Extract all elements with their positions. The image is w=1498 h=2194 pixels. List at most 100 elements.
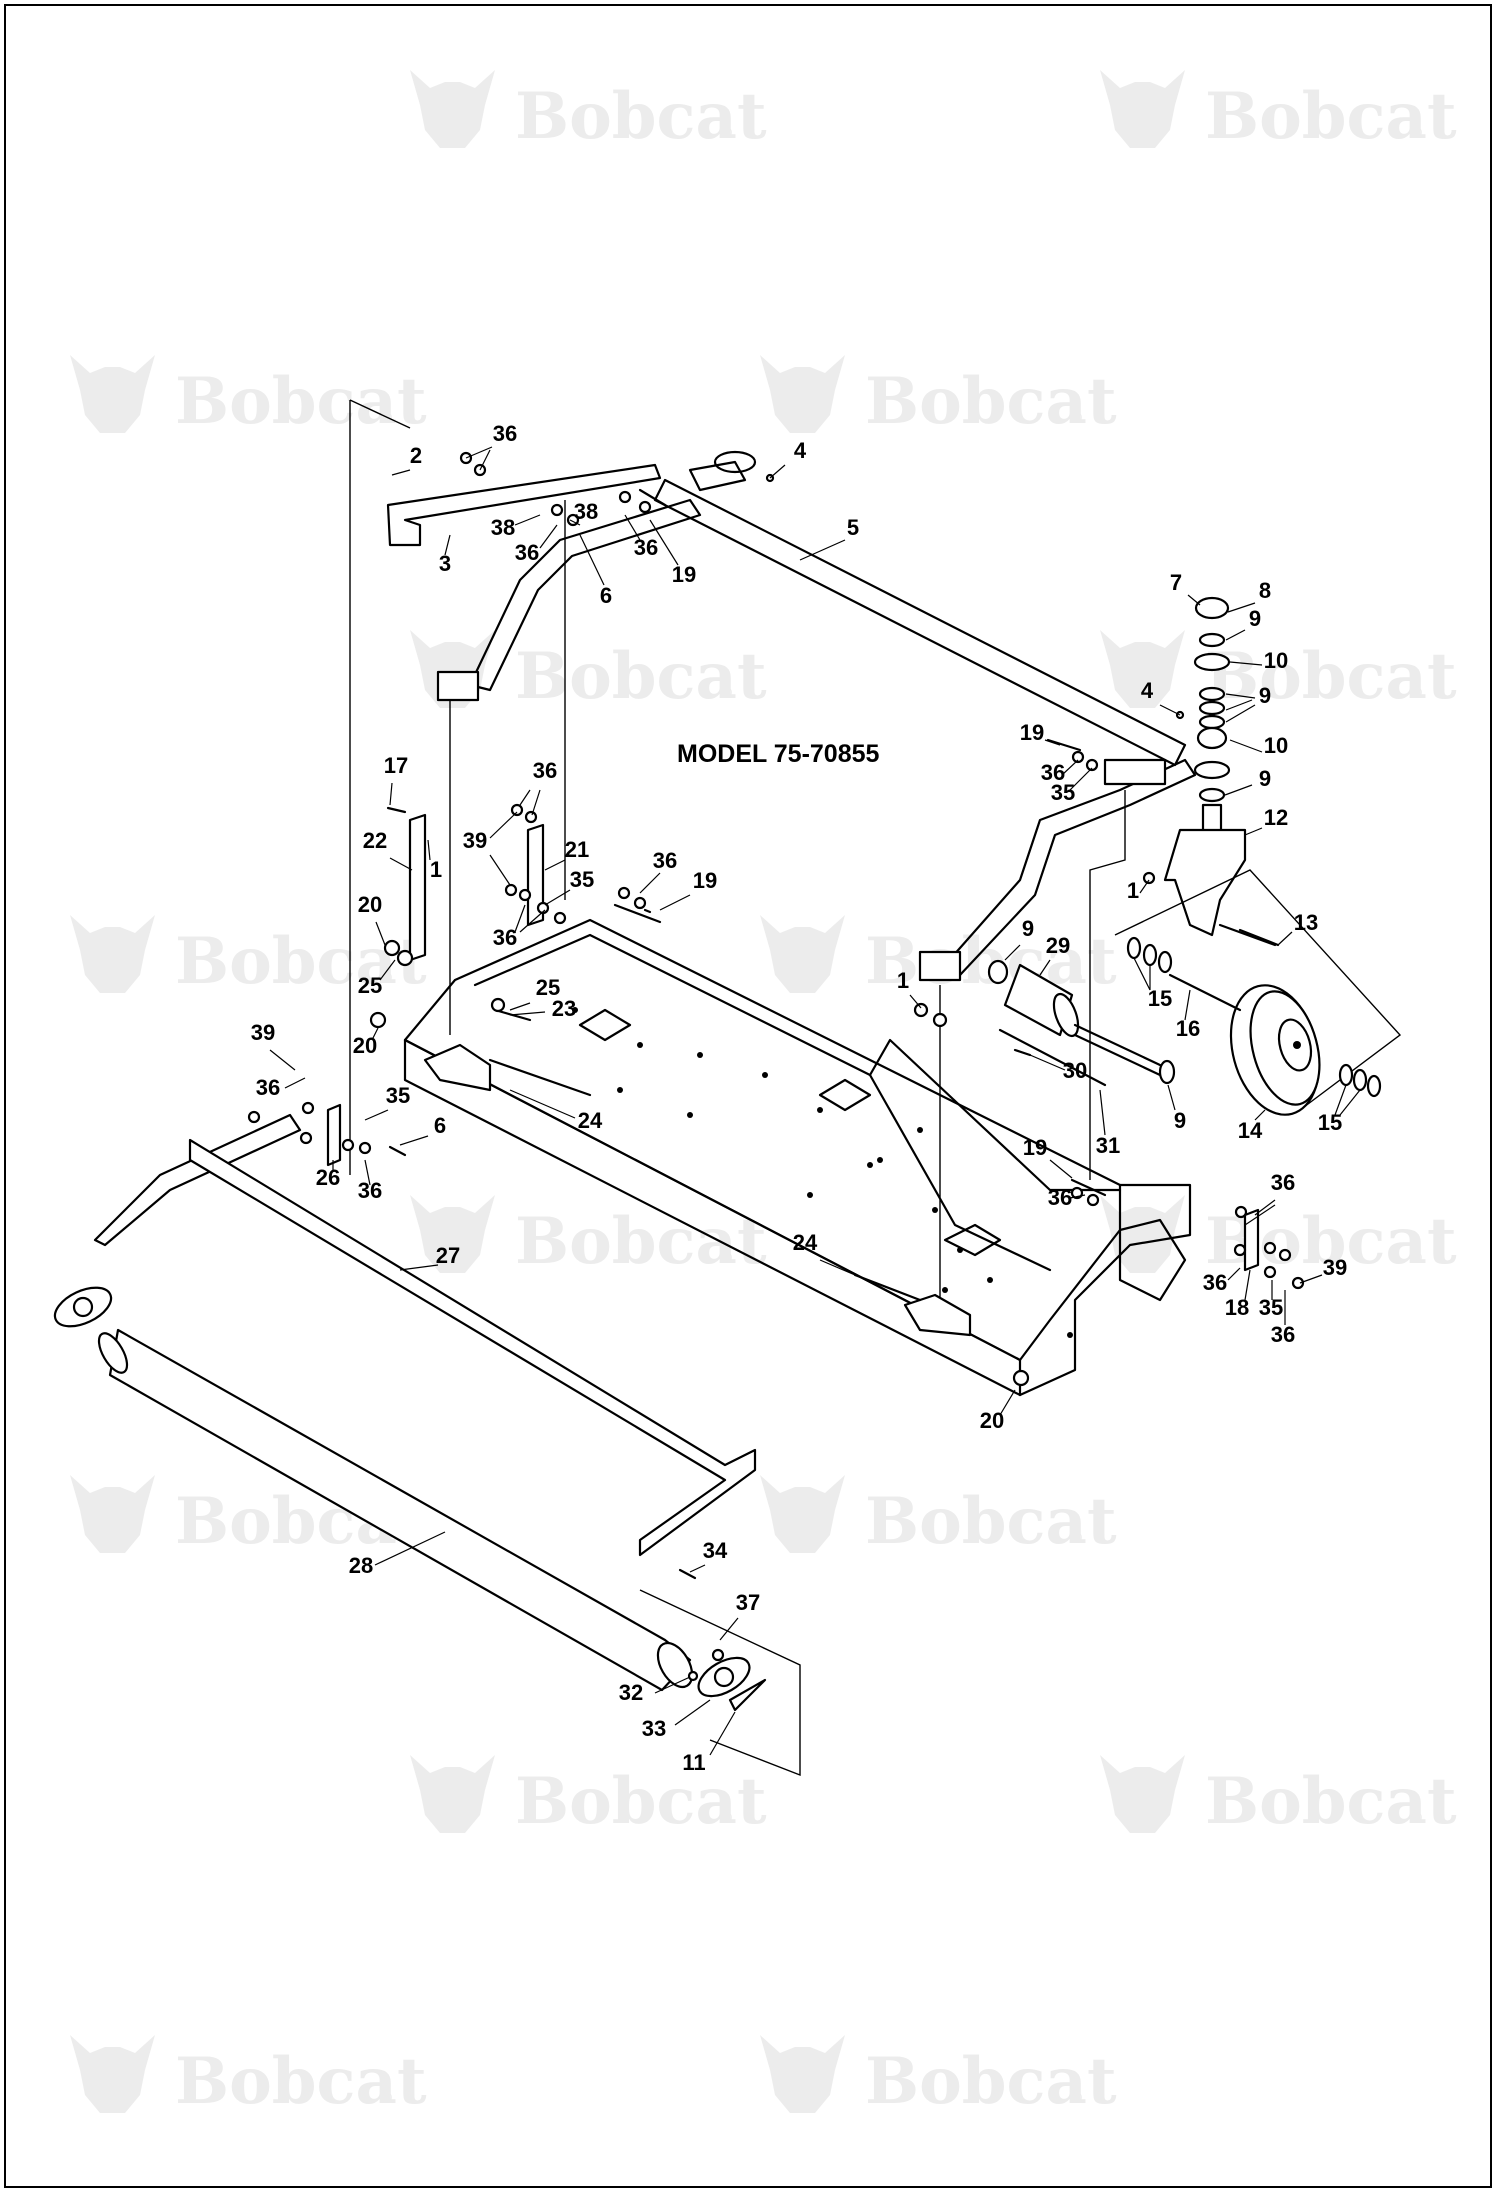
part-callout-number: 1 — [1127, 878, 1139, 903]
model-label: MODEL 75-70855 — [677, 740, 880, 768]
guide-line-top — [349, 399, 411, 429]
part-callout-number: 29 — [1046, 933, 1070, 958]
tube-clamp-left — [436, 670, 480, 702]
part-callout-number: 25 — [536, 975, 560, 1000]
roller-axle-tube — [188, 1138, 757, 1557]
bobcat-watermark: Bobcat® — [410, 630, 767, 714]
part-callout-number: 18 — [1225, 1295, 1249, 1320]
part-callout-number: 13 — [1294, 910, 1318, 935]
bobcat-watermark: Bobcat® — [760, 355, 1117, 439]
watermark-text: Bobcat — [1205, 1764, 1457, 1839]
part-callout-number: 36 — [1048, 1185, 1072, 1210]
part-callout-number: 3 — [439, 551, 451, 576]
bearing-flange-right — [697, 1656, 767, 1712]
part-callout-number: 20 — [358, 892, 382, 917]
bobcat-logo-icon — [410, 70, 495, 148]
part-callout-number: 20 — [353, 1033, 377, 1058]
part-callout-number: 14 — [1238, 1118, 1263, 1143]
callout-leader-line — [1244, 1269, 1251, 1301]
deck-rail — [868, 1038, 1122, 1192]
callout-leader-line — [649, 519, 679, 566]
watermark-text: Bobcat — [175, 924, 427, 999]
watermark-registered-mark: ® — [1408, 683, 1424, 702]
diagram-frame — [4, 4, 1492, 2188]
part-callout-number: 6 — [600, 583, 612, 608]
part-callout-number: 37 — [736, 1590, 760, 1615]
part-callout-number: 38 — [574, 499, 598, 524]
bobcat-watermark: Bobcat® — [410, 1195, 767, 1279]
watermark-layer: Bobcat®Bobcat®Bobcat®Bobcat®Bobcat®Bobca… — [70, 70, 1457, 2119]
callout-leader-line — [1299, 1274, 1323, 1284]
part-callout-number: 36 — [493, 925, 517, 950]
clamp-bracket-left — [423, 1043, 492, 1092]
washers-15-right — [1338, 1063, 1382, 1098]
part-callout-number: 36 — [533, 758, 557, 783]
part-callout-number: 5 — [847, 515, 859, 540]
plate-18 — [1243, 1208, 1260, 1272]
callout-leader-line — [389, 857, 413, 871]
deck-plate — [403, 918, 1122, 1362]
callout-leader-line — [364, 1109, 389, 1121]
upright-tube-right — [943, 758, 1197, 977]
callout-leader-line — [371, 1027, 379, 1041]
callout-leader-line — [1184, 989, 1191, 1021]
watermark-text: Bobcat — [515, 1764, 767, 1839]
part-callout-number: 24 — [578, 1108, 603, 1133]
callout-leader-line — [569, 519, 581, 526]
part-callout-number: 7 — [1170, 570, 1182, 595]
callout-leader-line — [539, 524, 558, 549]
bobcat-watermark: Bobcat® — [70, 355, 427, 439]
callout-leader-line — [364, 1159, 371, 1186]
part-callout-number: 24 — [793, 1230, 818, 1255]
part-callout-number: 28 — [349, 1553, 373, 1578]
callout-leader-line — [544, 889, 571, 906]
callout-leader-line — [654, 1676, 691, 1694]
part-callout-number: 1 — [430, 857, 442, 882]
watermark-registered-mark: ® — [1068, 968, 1084, 987]
part-callout-number: 21 — [565, 837, 589, 862]
watermark-registered-mark: ® — [1408, 1248, 1424, 1267]
watermark-registered-mark: ® — [378, 2088, 394, 2107]
callout-leader-line — [709, 1711, 736, 1756]
guide-line-bearing — [639, 1589, 801, 1777]
callout-leader-line — [1224, 784, 1253, 796]
roller-28 — [97, 1328, 694, 1692]
part-callout-number: 19 — [1020, 720, 1044, 745]
callout-leader-line — [819, 1259, 856, 1276]
callout-leader-line — [444, 534, 451, 556]
callout-leader-line — [1227, 1267, 1241, 1281]
part-callout-number: 22 — [363, 828, 387, 853]
callout-leader-line — [1254, 1199, 1276, 1216]
part-callout-number: 9 — [1259, 766, 1271, 791]
callout-leader-line — [544, 859, 566, 871]
part-callout-number: 9 — [1174, 1108, 1186, 1133]
part-callout-number: 35 — [386, 1083, 410, 1108]
bobcat-watermark: Bobcat® — [760, 1475, 1117, 1559]
callout-leader-line — [639, 872, 661, 894]
part-callout-number: 15 — [1148, 986, 1172, 1011]
callout-leader-line — [1187, 594, 1201, 606]
roller-frame-27 — [93, 1113, 302, 1247]
part-callout-number: 36 — [653, 848, 677, 873]
bobcat-logo-icon — [70, 1475, 155, 1553]
callout-leader-line — [399, 1264, 439, 1271]
bobcat-watermark: Bobcat® — [410, 1755, 767, 1839]
bolt-30-head — [1013, 1048, 1032, 1057]
callout-leader-line — [514, 904, 526, 933]
part-callout-number: 32 — [619, 1680, 643, 1705]
part-callout-number: 15 — [1318, 1110, 1342, 1135]
part-callout-number: 39 — [1323, 1255, 1347, 1280]
callout-leader-line — [509, 1089, 576, 1119]
watermark-registered-mark: ® — [718, 1248, 734, 1267]
bobcat-logo-icon — [70, 915, 155, 993]
part-callout-number: 9 — [1259, 683, 1271, 708]
callout-leader-line — [1044, 739, 1061, 746]
axle-16 — [1168, 973, 1242, 1012]
bobcat-logo-icon — [1100, 1755, 1185, 1833]
part-callout-number: 36 — [515, 540, 539, 565]
deck-corner-cutout — [1118, 1218, 1187, 1302]
deck-vent-2 — [818, 1078, 872, 1112]
part-callout-number: 16 — [1176, 1016, 1200, 1041]
bobcat-logo-icon — [410, 1195, 495, 1273]
